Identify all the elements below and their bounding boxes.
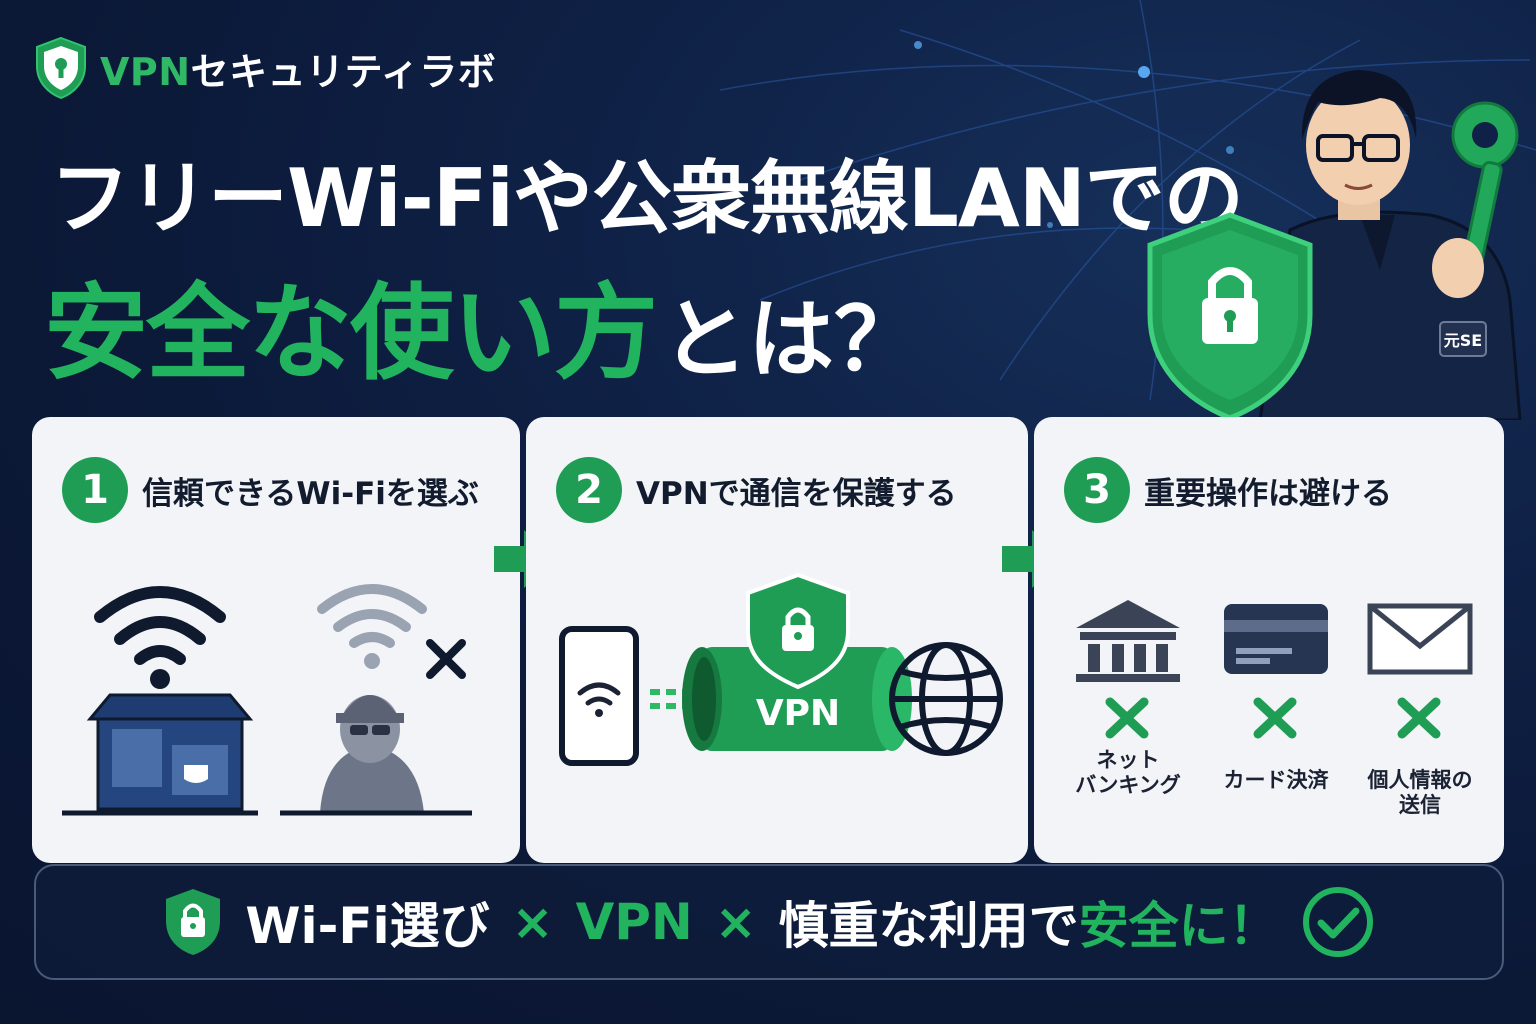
summary-tail: 慎重な利用で安全に！ [779,886,1279,958]
padlock-shield-icon [746,572,850,690]
vpn-tunnel: VPN [682,647,912,751]
summary-part3: 慎重な利用で [778,897,1079,955]
check-circle-icon [1302,887,1373,957]
close-icon [426,639,466,679]
cafe-icon [62,693,258,816]
step-number-badge: 2 [556,457,622,523]
step-1-header: 1 信頼できるWi-Fiを選ぶ [62,457,479,523]
summary-times-1: × [511,893,554,951]
summary-bar: Wi-Fi選び × VPN × 慎重な利用で安全に！ [34,864,1504,980]
credit-card-icon [1224,604,1328,739]
close-icon [1397,697,1441,739]
smartphone-icon [559,626,639,766]
wifi-icon [94,586,226,665]
risk-label-line2: バンキング [1075,773,1181,798]
step-title: 信頼できるWi-Fiを選ぶ [142,475,479,512]
vpn-tunnel-illustration: VPN [559,572,1003,766]
step-3-header: 3 重要操作は避ける [1064,457,1392,523]
summary-times-2: × [714,893,757,951]
padlock-shield-icon [1147,212,1313,420]
summary-part2: VPN [575,893,693,951]
padlock-shield-icon [166,889,221,955]
risk-label-line2: 送信 [1399,793,1441,818]
step-title: VPNで通信を保護する [636,475,957,512]
wifi-icon [317,584,427,648]
step-number-badge: 1 [62,457,128,523]
risk-label: 個人情報の 送信 [1360,768,1480,818]
close-icon [1253,697,1297,739]
globe-icon [889,642,1003,756]
jacket-patch: 元SE [1444,331,1482,350]
bank-icon [1076,600,1180,739]
shield-keyhole-icon [36,36,86,100]
tunnel-label: VPN [756,693,840,734]
headline-suffix: とは？ [662,290,921,390]
trusted-wifi-illustration [62,584,472,816]
risk-item-card-payment: カード決済 [1216,600,1336,793]
hacker-icon [280,695,472,816]
risk-label: ネット バンキング [1068,748,1188,798]
risk-label: カード決済 [1216,768,1336,793]
step-2-header: 2 VPNで通信を保護する [556,457,957,523]
risk-item-banking: ネット バンキング [1068,600,1188,798]
risk-label-line1: 個人情報の [1367,768,1473,792]
engineer-illustration: 元SE [1147,70,1522,420]
brand-name-vpn: VPN [100,49,191,94]
step-card-1: 1 信頼できるWi-Fiを選ぶ [32,417,520,863]
envelope-icon [1367,603,1473,739]
arrow-right-icon [1002,530,1064,588]
brand-logo: VPNセキュリティラボ [34,36,496,100]
risk-label-line1: カード決済 [1223,768,1329,792]
step-title: 重要操作は避ける [1144,475,1392,512]
brand-name: VPNセキュリティラボ [100,41,496,96]
brand-name-rest: セキュリティラボ [190,49,497,94]
summary-part1: Wi-Fi選び [245,897,490,955]
step-card-2: 2 VPNで通信を保護する VPN [526,417,1028,863]
arrow-right-icon [494,530,556,588]
headline-line1: フリーWi-Fiや公衆無線LANでの [50,152,1244,245]
headline-line2: 安全な使い方 とは？ [44,248,920,399]
headline-highlight: 安全な使い方 [44,272,658,394]
close-icon [1105,697,1149,739]
risk-item-personal-info: 個人情報の 送信 [1360,600,1480,818]
risk-label-line1: ネット [1096,748,1160,772]
summary-part4: 安全に！ [1078,897,1279,955]
summary-text: Wi-Fi選び × VPN × 慎重な利用で安全に！ [245,886,1278,958]
step-number-badge: 3 [1064,457,1130,523]
